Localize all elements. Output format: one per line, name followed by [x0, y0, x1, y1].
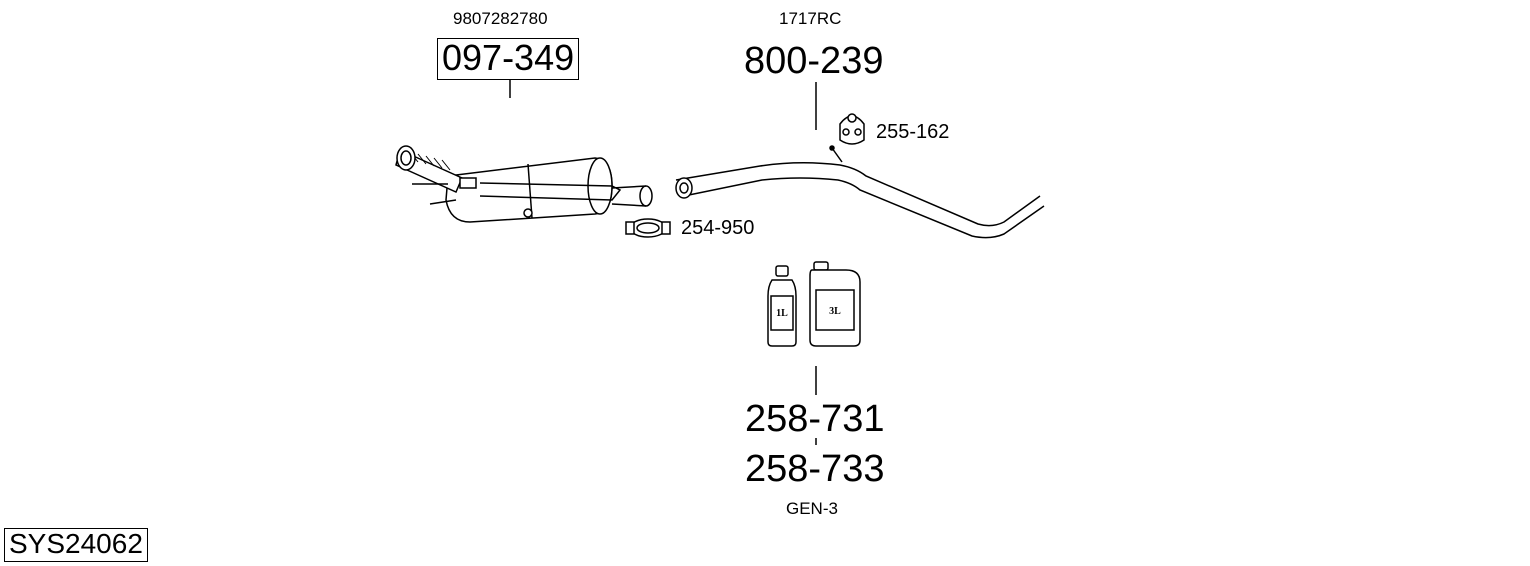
- clamp-part-number[interactable]: 254-950: [681, 217, 755, 239]
- fluid-note: GEN-3: [786, 499, 838, 518]
- fluid-1l-part-number[interactable]: 258-731: [745, 398, 885, 440]
- system-code: SYS24062: [4, 528, 148, 562]
- catalyst-part-number[interactable]: 097-349: [437, 38, 580, 80]
- pipe-oem-number: 1717RC: [779, 9, 842, 28]
- front-pipe-icon: [675, 145, 1045, 239]
- rubber-mount-part-number[interactable]: 255-162: [876, 121, 950, 143]
- exhaust-flange-icon: [611, 185, 653, 207]
- rubber-mount-icon: [839, 113, 865, 145]
- bottle-1l-icon: 1L: [767, 265, 797, 347]
- bottle-1l-label: 1L: [776, 308, 788, 319]
- catalyst-oem-number: 9807282780: [453, 9, 548, 28]
- canister-3l-icon: 3L: [809, 261, 861, 347]
- pipe-part-number[interactable]: 800-239: [744, 40, 884, 82]
- canister-3l-label: 3L: [829, 306, 841, 317]
- fluid-3l-part-number[interactable]: 258-733: [745, 448, 885, 490]
- catalyst-dpf-icon: [395, 145, 622, 223]
- clamp-icon: [625, 218, 671, 238]
